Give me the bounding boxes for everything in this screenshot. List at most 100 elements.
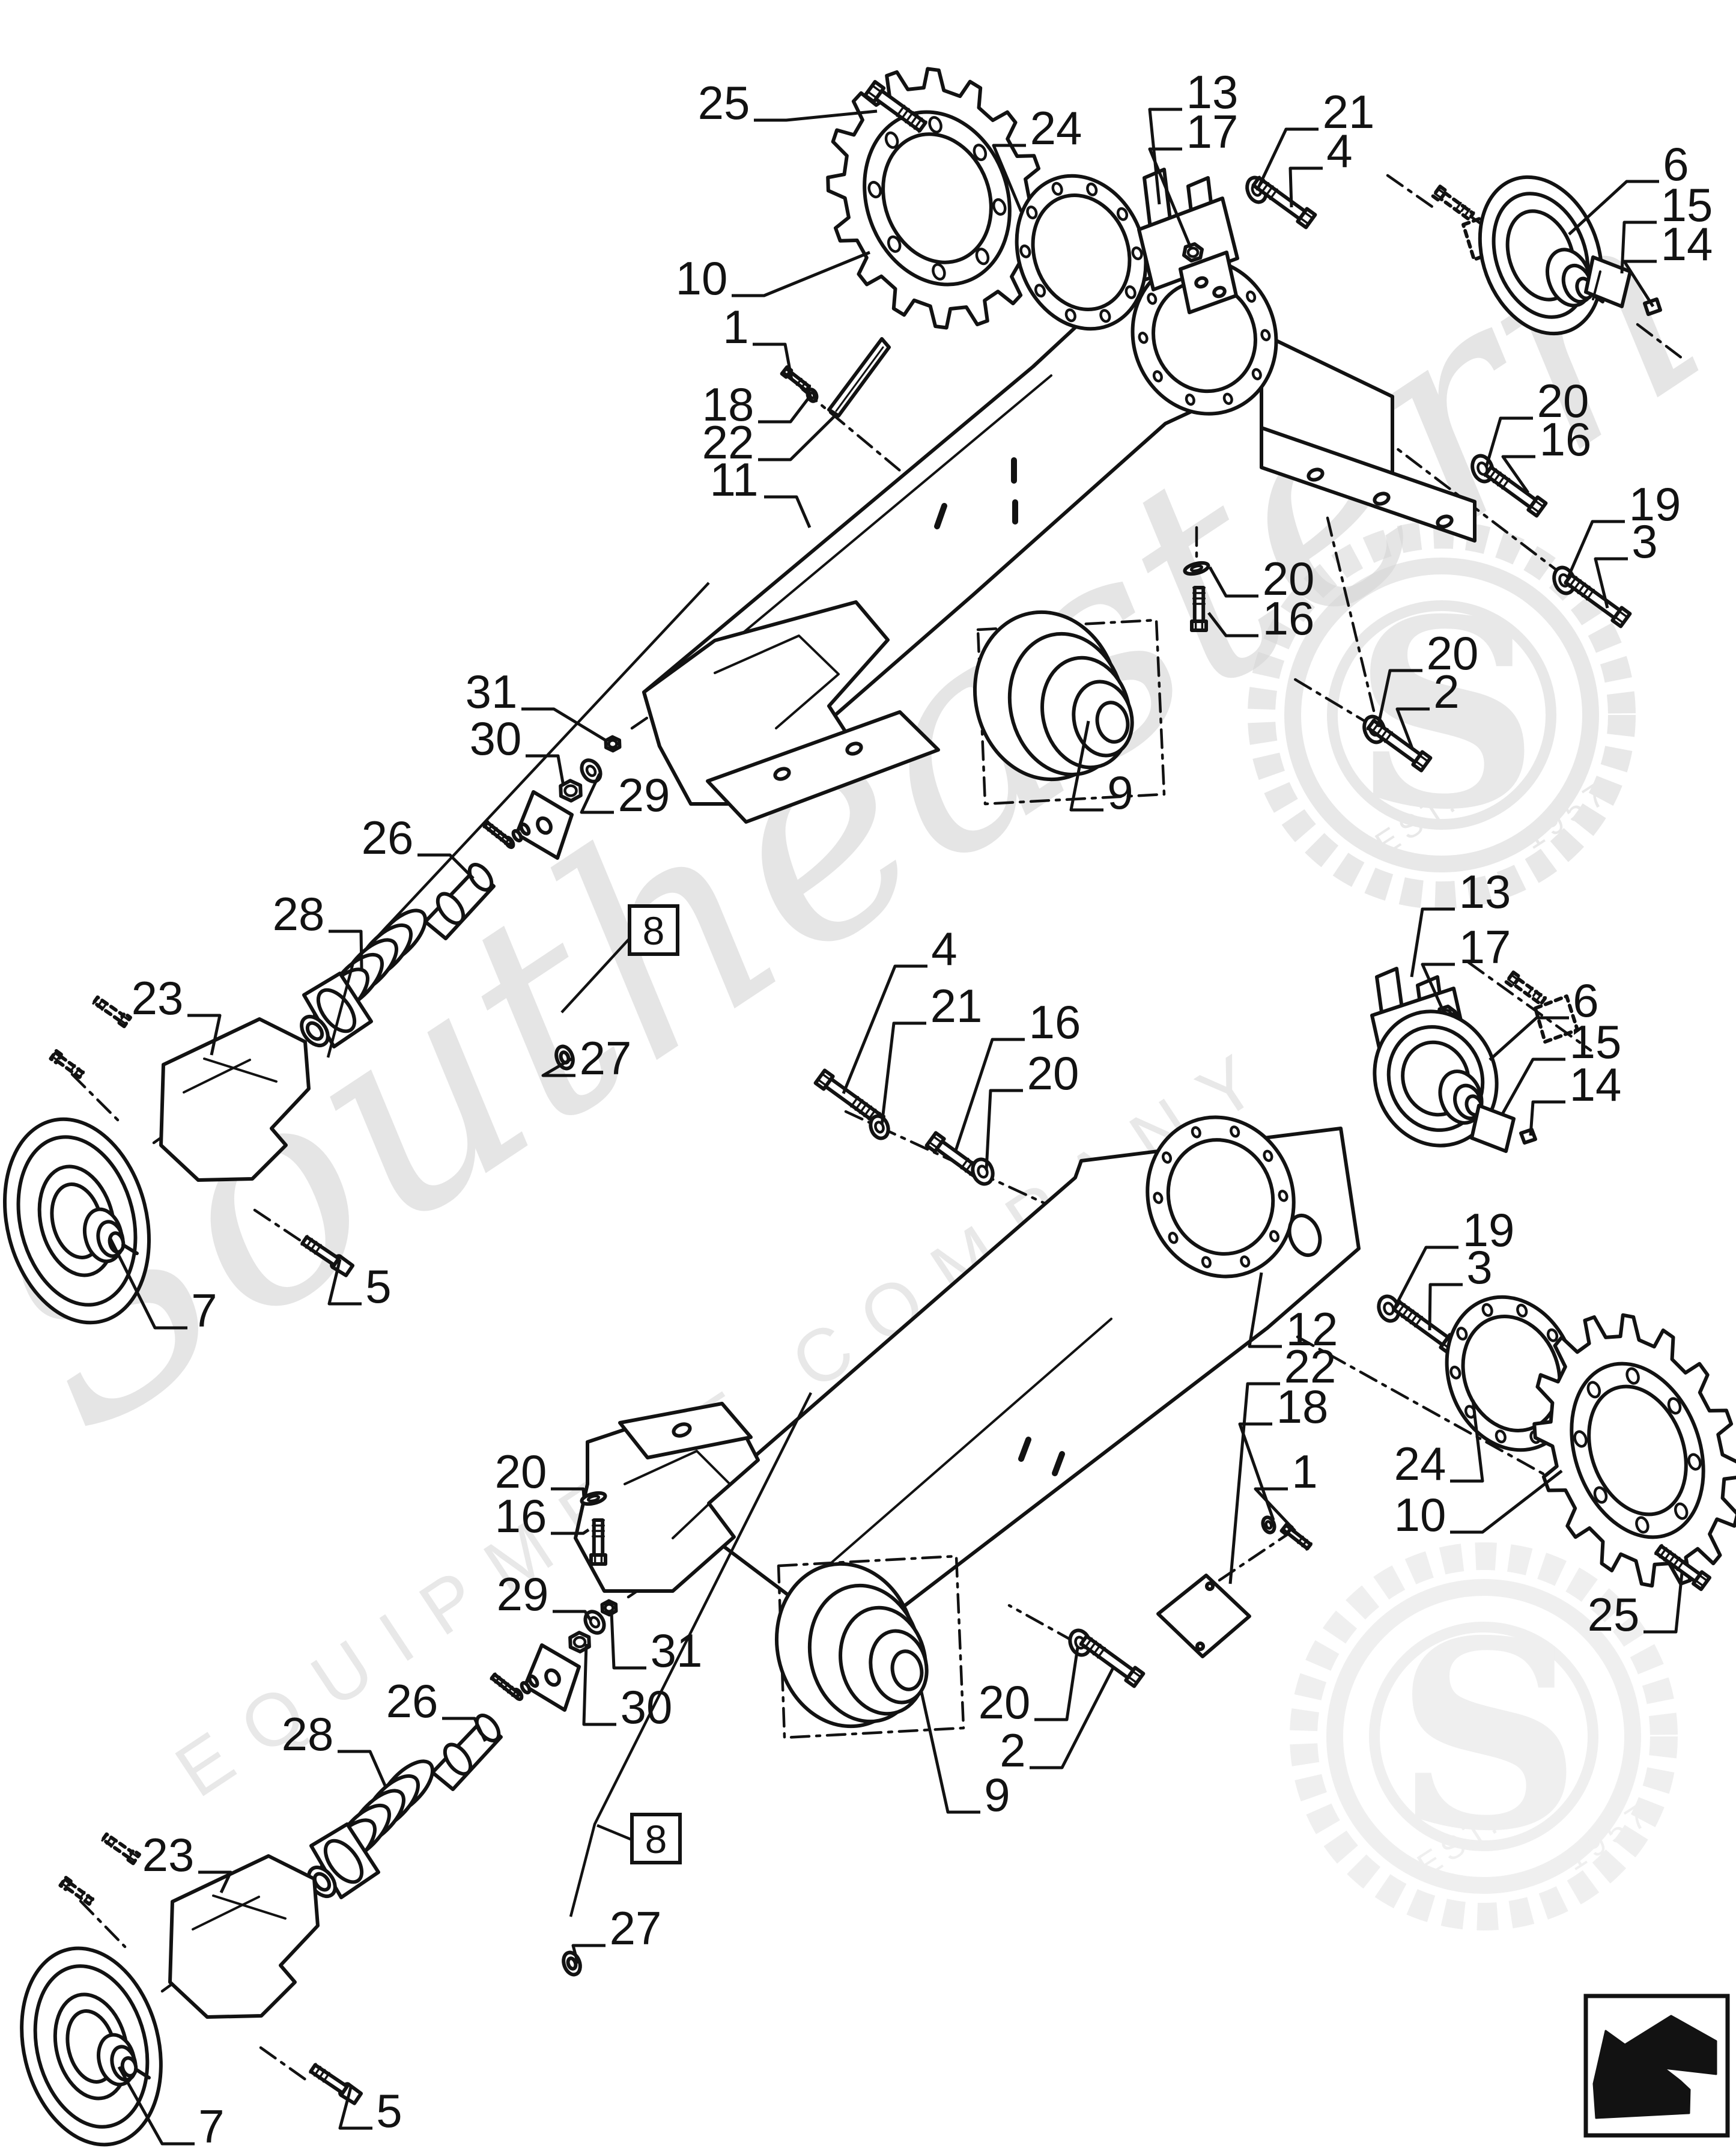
callout-22: 22 xyxy=(702,415,836,469)
callout-number: 1 xyxy=(723,300,748,353)
part-outline xyxy=(706,710,940,824)
callout-leader xyxy=(1428,1283,1463,1331)
part-outline xyxy=(1470,1104,1516,1153)
callout-number: 23 xyxy=(142,1828,195,1881)
callout-4: 4 xyxy=(842,922,958,1094)
callout-number: 31 xyxy=(466,665,518,718)
axis-dashdot-line xyxy=(79,1899,127,1949)
callout-number: 26 xyxy=(362,811,414,864)
bolt-thread xyxy=(1251,175,1261,187)
callout-16: 16 xyxy=(1501,413,1591,494)
callout-number: 9 xyxy=(1107,766,1133,819)
bolt-thread xyxy=(1484,465,1493,477)
callout-leader xyxy=(117,2066,195,2146)
reference-dash-box xyxy=(777,1554,965,1739)
callout-17: 17 xyxy=(1421,920,1511,1014)
callout-number: 21 xyxy=(930,979,983,1032)
sprocket-hole xyxy=(928,116,942,134)
part-ellipse xyxy=(773,767,791,781)
callout-number: 7 xyxy=(198,2100,224,2148)
bolt-hole xyxy=(1191,1126,1201,1139)
callout-leader xyxy=(920,1691,980,1814)
callout-leader xyxy=(526,754,565,786)
bolt-thread xyxy=(1496,475,1506,487)
callout-4: 4 xyxy=(1288,124,1353,208)
callout-number: 24 xyxy=(1030,102,1082,154)
bolt-hole xyxy=(1034,284,1046,298)
bolt-thread xyxy=(92,995,100,1005)
callout-number: 17 xyxy=(1186,105,1239,158)
bolt-thread xyxy=(1501,478,1511,490)
bolt-thread xyxy=(1383,731,1393,743)
bolt-hole xyxy=(1116,207,1129,221)
callout-23: 23 xyxy=(132,972,222,1056)
callout-21: 21 xyxy=(1257,85,1374,189)
axis-dashdot-line xyxy=(1386,174,1437,211)
part-ring xyxy=(120,2056,138,2078)
callout-leader xyxy=(842,964,927,1094)
callout-leader xyxy=(551,1487,586,1498)
part-outline xyxy=(1534,994,1579,1044)
bolt-thread xyxy=(1581,585,1591,598)
callout-number: 9 xyxy=(984,1768,1010,1821)
washer-inner xyxy=(589,1616,601,1629)
bolt-hole xyxy=(1260,329,1271,341)
callout-leader xyxy=(764,495,812,528)
callout-14: 14 xyxy=(1622,218,1713,308)
bolt-thread xyxy=(917,120,927,133)
callout-number: 29 xyxy=(618,768,670,821)
callout-number: 13 xyxy=(1186,65,1239,118)
callout-leader xyxy=(327,1259,362,1306)
detail-line xyxy=(714,634,840,729)
part-outline xyxy=(159,1017,311,1182)
callout-number: 11 xyxy=(710,453,759,506)
bolt-thread xyxy=(1297,1535,1304,1544)
bolt-thread xyxy=(1568,576,1577,588)
callout-29: 29 xyxy=(497,1568,593,1622)
logo-monogram: S xyxy=(1395,1584,1582,1888)
callout-number: 6 xyxy=(1663,138,1689,190)
bolt-thread xyxy=(1454,201,1462,212)
callout-number: 20 xyxy=(1027,1047,1079,1100)
part-ring xyxy=(1031,193,1132,311)
corner-arrow-glyph xyxy=(1592,2015,1717,2119)
bolt-thread xyxy=(1663,1550,1672,1562)
part-ellipse xyxy=(672,1422,692,1438)
callout-number: 30 xyxy=(470,712,522,765)
callout-16: 16 xyxy=(1207,592,1314,645)
bolt-thread xyxy=(318,2069,326,2080)
bolt-hole xyxy=(1124,285,1137,299)
callout-leader xyxy=(338,1750,387,1788)
bolt-thread xyxy=(495,830,502,839)
bolt-thread xyxy=(77,1070,85,1080)
bolt-thread xyxy=(804,384,812,393)
callout-number: 3 xyxy=(1631,515,1657,568)
bolt-thread xyxy=(491,827,498,835)
sprocket-hole xyxy=(975,248,990,266)
callout-number: 28 xyxy=(282,1708,334,1760)
sprocket-hole xyxy=(887,235,902,253)
callout-number: 30 xyxy=(621,1681,673,1733)
callout-13: 13 xyxy=(1148,65,1239,205)
sprocket-hole xyxy=(1625,1367,1640,1385)
logo-teeth-ring xyxy=(1290,1542,1678,1930)
callout-number: 22 xyxy=(1284,1340,1337,1393)
detail-line xyxy=(183,1059,251,1094)
bolt-thread xyxy=(1458,205,1466,215)
callout-24: 24 xyxy=(1394,1399,1484,1490)
callout-20: 20 xyxy=(985,1047,1079,1171)
bolt-thread xyxy=(1269,188,1278,200)
part-ellipse xyxy=(520,1681,532,1695)
bolt-thread xyxy=(314,1244,322,1255)
callout-leader xyxy=(1500,1057,1565,1116)
callout-19: 19 xyxy=(1566,478,1681,579)
callout-leader xyxy=(1288,166,1323,208)
bolt-thread xyxy=(800,381,807,389)
logo-ring xyxy=(1284,558,1599,872)
part-ring xyxy=(1461,1315,1562,1432)
linework-layer xyxy=(3,67,1736,2147)
nut-bore xyxy=(1186,246,1200,258)
sprocket-ring xyxy=(1587,1384,1688,1517)
bolt-thread xyxy=(1088,1640,1097,1652)
